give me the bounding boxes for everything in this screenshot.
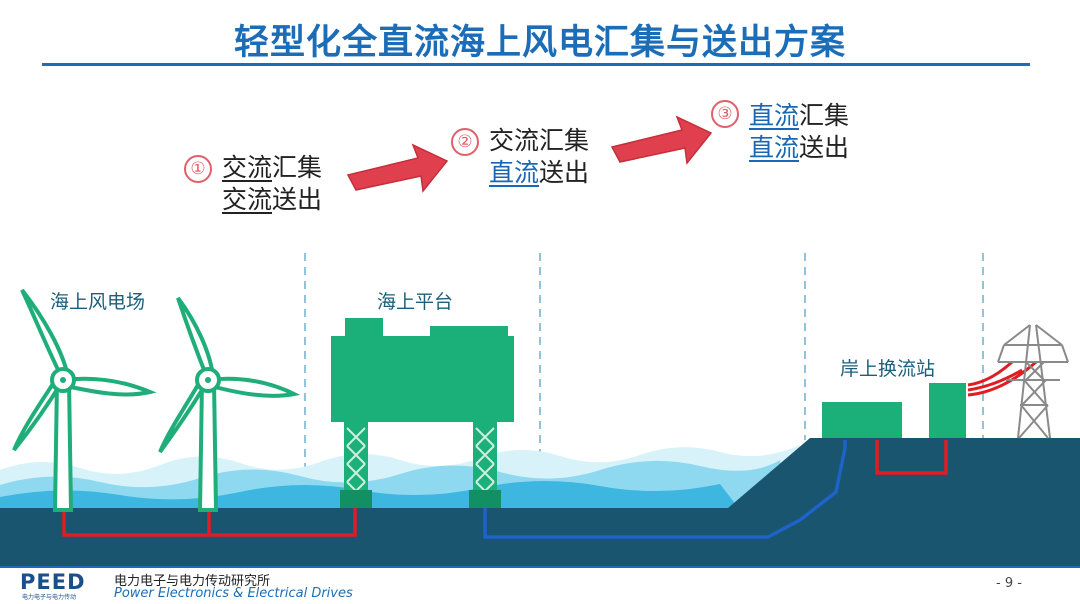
title-underline: [42, 63, 1030, 66]
offshore-platform: [331, 318, 514, 508]
step-3-collection-word: 汇集: [799, 101, 850, 130]
step-2-transmission-word: 送出: [539, 158, 590, 187]
converter-building-tall: [929, 383, 966, 438]
step-3-transmission-word: 送出: [799, 133, 850, 162]
wind-turbine-1: [12, 288, 157, 512]
step-3-number: ③: [711, 100, 739, 128]
step-2-collection-type: 交流: [489, 126, 540, 155]
step-1-transmission-type: 交流: [222, 185, 273, 214]
label-platform: 海上平台: [377, 291, 454, 313]
label-wind-farm: 海上风电场: [50, 291, 146, 313]
step-1-collection-word: 汇集: [272, 153, 323, 182]
step-1-transmission-word: 送出: [272, 185, 323, 214]
step-2-line-2: 直流送出: [489, 157, 589, 189]
step-2-number: ②: [451, 128, 479, 156]
footer-rule: [0, 566, 1080, 568]
step-1-number: ①: [184, 155, 212, 183]
wind-turbine-2: [158, 296, 301, 512]
step-3-transmission-type: 直流: [749, 133, 800, 162]
slide-title: 轻型化全直流海上风电汇集与送出方案: [233, 23, 846, 63]
shore-ac-link: [875, 440, 948, 475]
peed-logo-subtext: 电力电子与电力传动: [22, 594, 77, 601]
step-3: ③ 直流汇集 直流送出: [711, 100, 849, 164]
converter-building-low: [822, 402, 902, 438]
institute-name-en: Power Electronics & Electrical Drives: [114, 586, 353, 601]
arrow-1-to-2: [346, 143, 449, 193]
grid-connection-lines: [967, 360, 1037, 397]
label-converter-station: 岸上换流站: [840, 358, 936, 380]
step-3-collection-type: 直流: [749, 101, 800, 130]
step-2: ② 交流汇集 直流送出: [451, 125, 589, 189]
step-3-line-2: 直流送出: [749, 132, 849, 164]
step-2-collection-word: 汇集: [539, 126, 590, 155]
step-3-line-1: 直流汇集: [749, 100, 849, 132]
sea-water: [0, 445, 800, 510]
page-number: - 9 -: [996, 576, 1022, 591]
step-1: ① 交流汇集 交流送出: [184, 152, 322, 216]
dc-export-cable: [483, 440, 847, 539]
transmission-tower: [997, 324, 1069, 439]
arrow-2-to-3: [610, 115, 713, 165]
step-1-line-2: 交流送出: [222, 184, 322, 216]
step-2-transmission-type: 直流: [489, 158, 540, 187]
step-2-line-1: 交流汇集: [489, 125, 589, 157]
institute-name-cn: 电力电子与电力传动研究所: [114, 574, 271, 589]
step-1-line-1: 交流汇集: [222, 152, 322, 184]
step-1-collection-type: 交流: [222, 153, 273, 182]
peed-logo: PEED: [20, 570, 86, 594]
